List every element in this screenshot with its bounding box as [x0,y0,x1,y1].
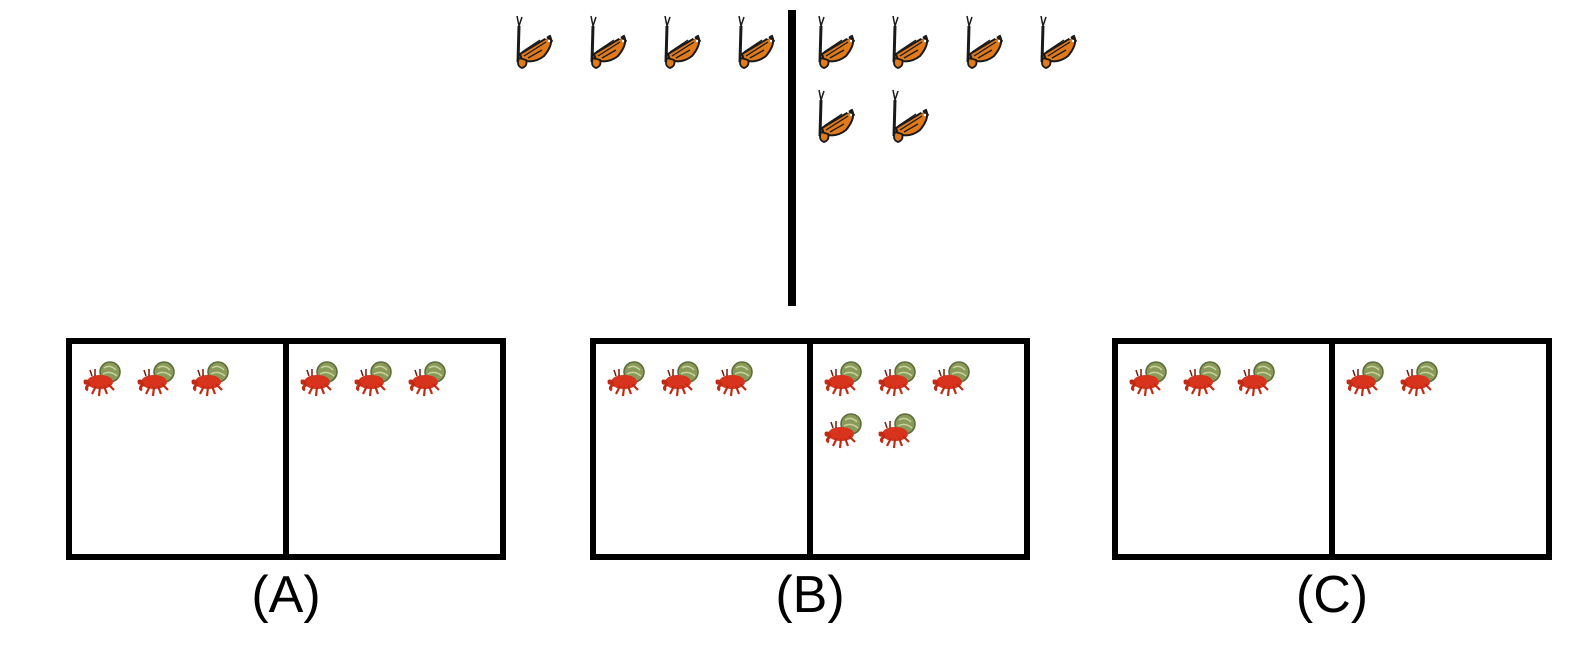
vertical-divider [788,10,796,306]
butterfly-icon [510,14,554,70]
option-b-right-cell [807,344,1024,554]
hermit-crab-icon [604,358,650,398]
option-b-panel[interactable] [590,338,1030,560]
option-c-right-cell [1329,344,1546,554]
butterfly-icon [584,14,628,70]
butterfly-icon [960,14,1004,70]
butterfly-icon [732,14,776,70]
hermit-crab-icon [875,358,921,398]
option-b-left-cell [596,344,807,554]
hermit-crab-icon [188,358,234,398]
hermit-crab-icon [134,358,180,398]
hermit-crab-icon [405,358,451,398]
hermit-crab-icon [1180,358,1226,398]
hermit-crab-icon [929,358,975,398]
butterfly-icon [1034,14,1078,70]
option-b-label: (B) [775,566,845,624]
hermit-crab-icon [821,410,867,450]
option-a-panel[interactable] [66,338,506,560]
option-a-right-cell [283,344,500,554]
hermit-crab-icon [1397,358,1443,398]
butterfly-icon [812,14,856,70]
option-c-left-cell [1118,344,1329,554]
hermit-crab-icon [712,358,758,398]
hermit-crab-icon [1343,358,1389,398]
butterfly-icon [658,14,702,70]
left-butterfly-group [510,14,806,70]
right-butterfly-group [812,14,1112,162]
hermit-crab-icon [658,358,704,398]
option-c-panel[interactable] [1112,338,1552,560]
hermit-crab-icon [1234,358,1280,398]
hermit-crab-icon [1126,358,1172,398]
option-a-left-cell [72,344,283,554]
hermit-crab-icon [297,358,343,398]
hermit-crab-icon [80,358,126,398]
option-a-label: (A) [251,566,321,624]
hermit-crab-icon [821,358,867,398]
butterfly-icon [886,88,930,144]
butterfly-icon [886,14,930,70]
option-c-label: (C) [1295,566,1369,624]
butterfly-icon [812,88,856,144]
hermit-crab-icon [351,358,397,398]
hermit-crab-icon [875,410,921,450]
